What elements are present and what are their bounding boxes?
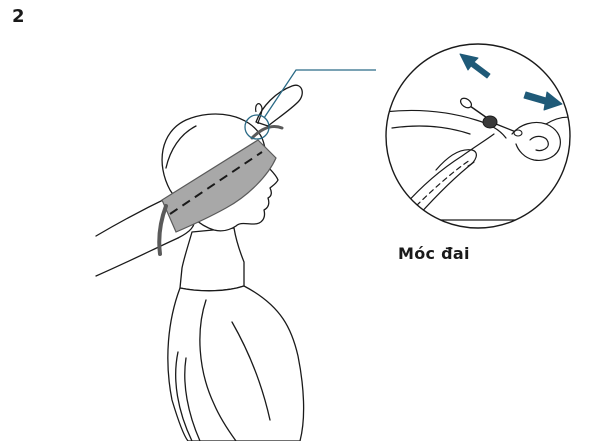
cord-end [514, 130, 522, 136]
strap-tail [159, 206, 166, 254]
hook-grommet [483, 116, 497, 128]
callout-label-belt-hook: Móc đai [398, 244, 470, 263]
helper-arm-lower [96, 238, 178, 276]
torso [168, 286, 304, 441]
helper-thumb [256, 85, 302, 126]
collar [180, 228, 244, 291]
person-body [168, 228, 304, 441]
